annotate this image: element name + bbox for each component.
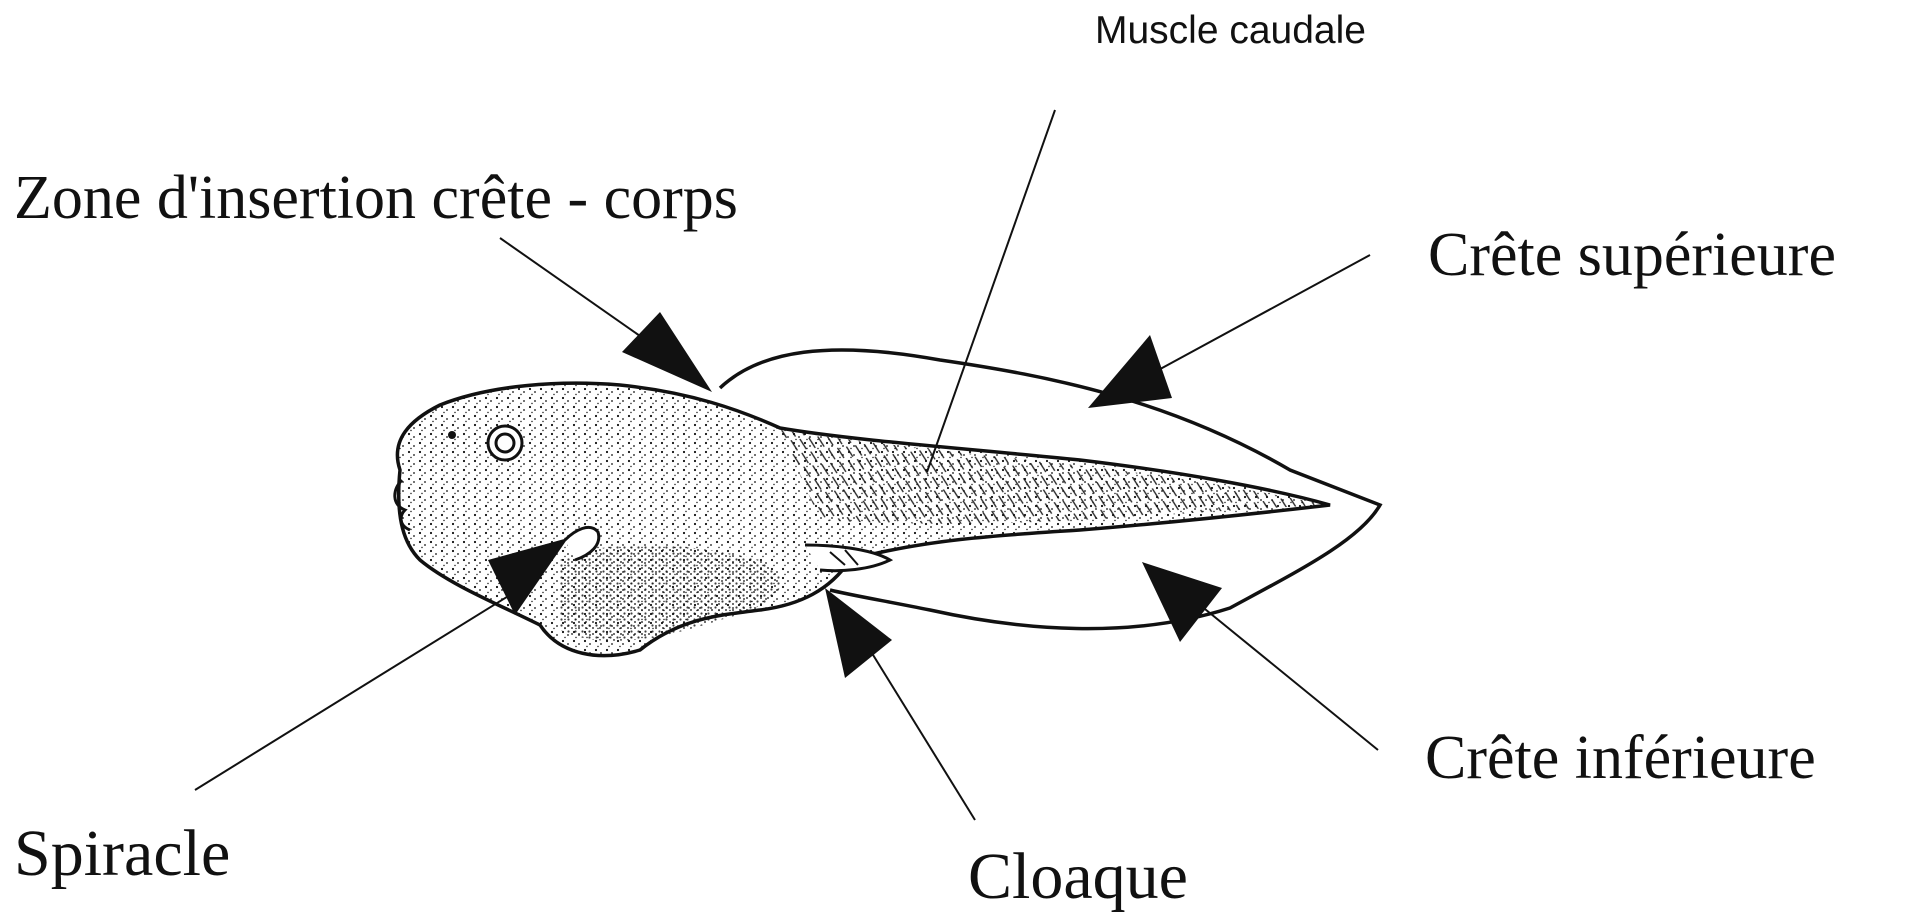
- arrowhead-zone: [622, 312, 712, 392]
- pointer-line-cloaque: [870, 650, 975, 820]
- label-crete-inferieure: Crête inférieure: [1425, 724, 1816, 792]
- eye-inner: [496, 434, 514, 452]
- label-zone-insertion: Zone d'insertion crête - corps: [14, 164, 738, 232]
- arrowhead-crete-sup: [1088, 335, 1172, 408]
- label-muscle-caudale: Muscle caudale: [1095, 9, 1366, 52]
- body-shading: [560, 545, 781, 641]
- label-crete-superieure: Crête supérieure: [1428, 221, 1836, 289]
- label-cloaque: Cloaque: [968, 840, 1188, 913]
- label-spiracle: Spiracle: [14, 817, 230, 890]
- pointer-line-spiracle: [195, 595, 510, 790]
- pointer-line-crete-inf: [1200, 605, 1378, 750]
- nostril: [448, 431, 456, 439]
- tadpole-drawing: [395, 350, 1380, 656]
- pointer-line-crete-sup: [1140, 255, 1370, 380]
